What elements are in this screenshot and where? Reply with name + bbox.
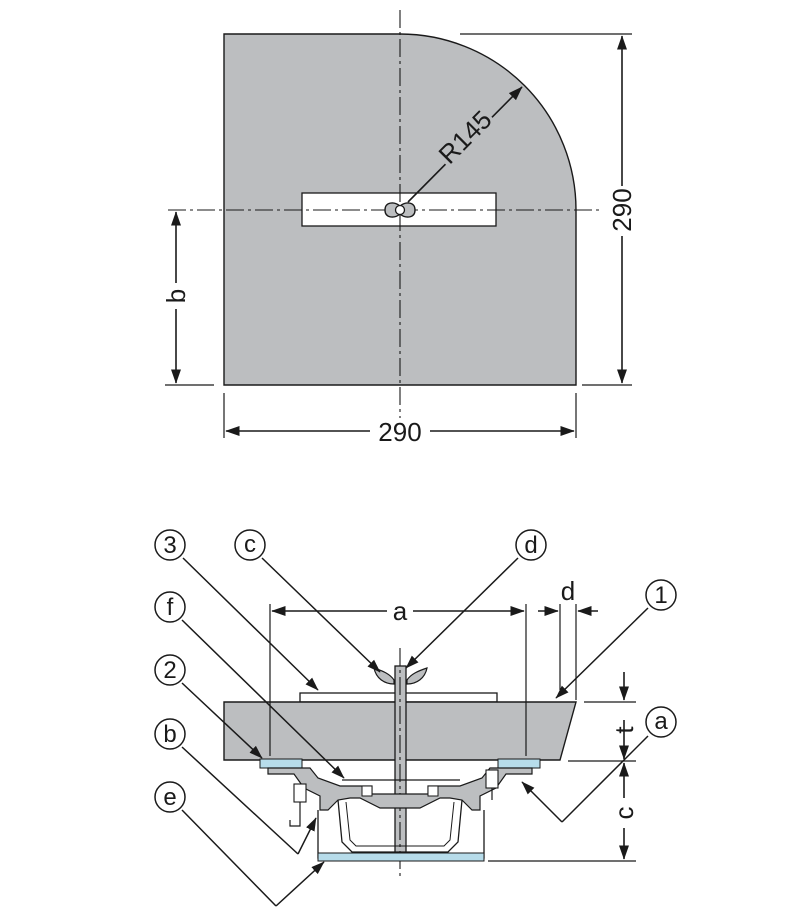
leader-e: [181, 809, 277, 907]
callout-d: d: [515, 529, 547, 561]
leader-f: [181, 619, 345, 779]
b-label: b: [161, 289, 191, 303]
leader-e-tip: [275, 861, 325, 907]
leader-b-tip: [297, 817, 317, 855]
c-dim-label: c: [609, 807, 639, 820]
leader-c: [261, 557, 381, 673]
svg-text:a: a: [654, 708, 668, 735]
leader-d: [405, 557, 519, 669]
svg-text:2: 2: [163, 657, 176, 684]
gasket-left: [259, 758, 303, 769]
height-label: 290: [607, 188, 637, 231]
section-view: a d t c 3: [154, 529, 677, 907]
wing-nut-left-icon: [373, 667, 395, 685]
svg-text:e: e: [163, 784, 176, 811]
leader-a-tip: [521, 781, 563, 823]
width-label: 290: [378, 417, 421, 447]
lug-right: [427, 785, 439, 797]
callout-a: a: [645, 706, 677, 738]
d-dim-label: d: [561, 576, 575, 606]
callout-f: f: [154, 591, 186, 623]
clamp-screw-right-icon: [485, 769, 499, 800]
svg-text:3: 3: [163, 532, 176, 559]
callout-2: 2: [154, 654, 186, 686]
plan-view: R145 290 b 290: [161, 10, 637, 447]
callout-3: 3: [154, 529, 186, 561]
leader-2: [181, 682, 263, 759]
callout-c: c: [234, 529, 266, 561]
callout-e: e: [154, 781, 186, 813]
gasket-right: [497, 758, 541, 769]
svg-text:d: d: [524, 532, 537, 559]
svg-text:b: b: [163, 721, 176, 748]
drain-body: [337, 799, 463, 853]
wing-nut-right-icon: [406, 667, 428, 685]
svg-text:f: f: [167, 594, 174, 621]
leader-1: [555, 607, 649, 699]
leader-b: [181, 746, 299, 855]
drain-body-inner: [345, 801, 455, 847]
leader-a: [561, 735, 649, 823]
flange-body: [267, 767, 533, 811]
callout-b: b: [154, 718, 186, 750]
bottom-seal: [317, 852, 485, 862]
wing-nut-icon: [384, 202, 416, 218]
svg-text:c: c: [244, 531, 256, 558]
t-dim-label: t: [609, 726, 639, 734]
a-dim-label: a: [393, 596, 408, 626]
lug-left: [361, 785, 373, 797]
callout-1: 1: [645, 579, 677, 611]
leader-3: [182, 557, 319, 691]
svg-text:1: 1: [654, 582, 667, 609]
clamp-screw-left-icon: [289, 783, 307, 827]
